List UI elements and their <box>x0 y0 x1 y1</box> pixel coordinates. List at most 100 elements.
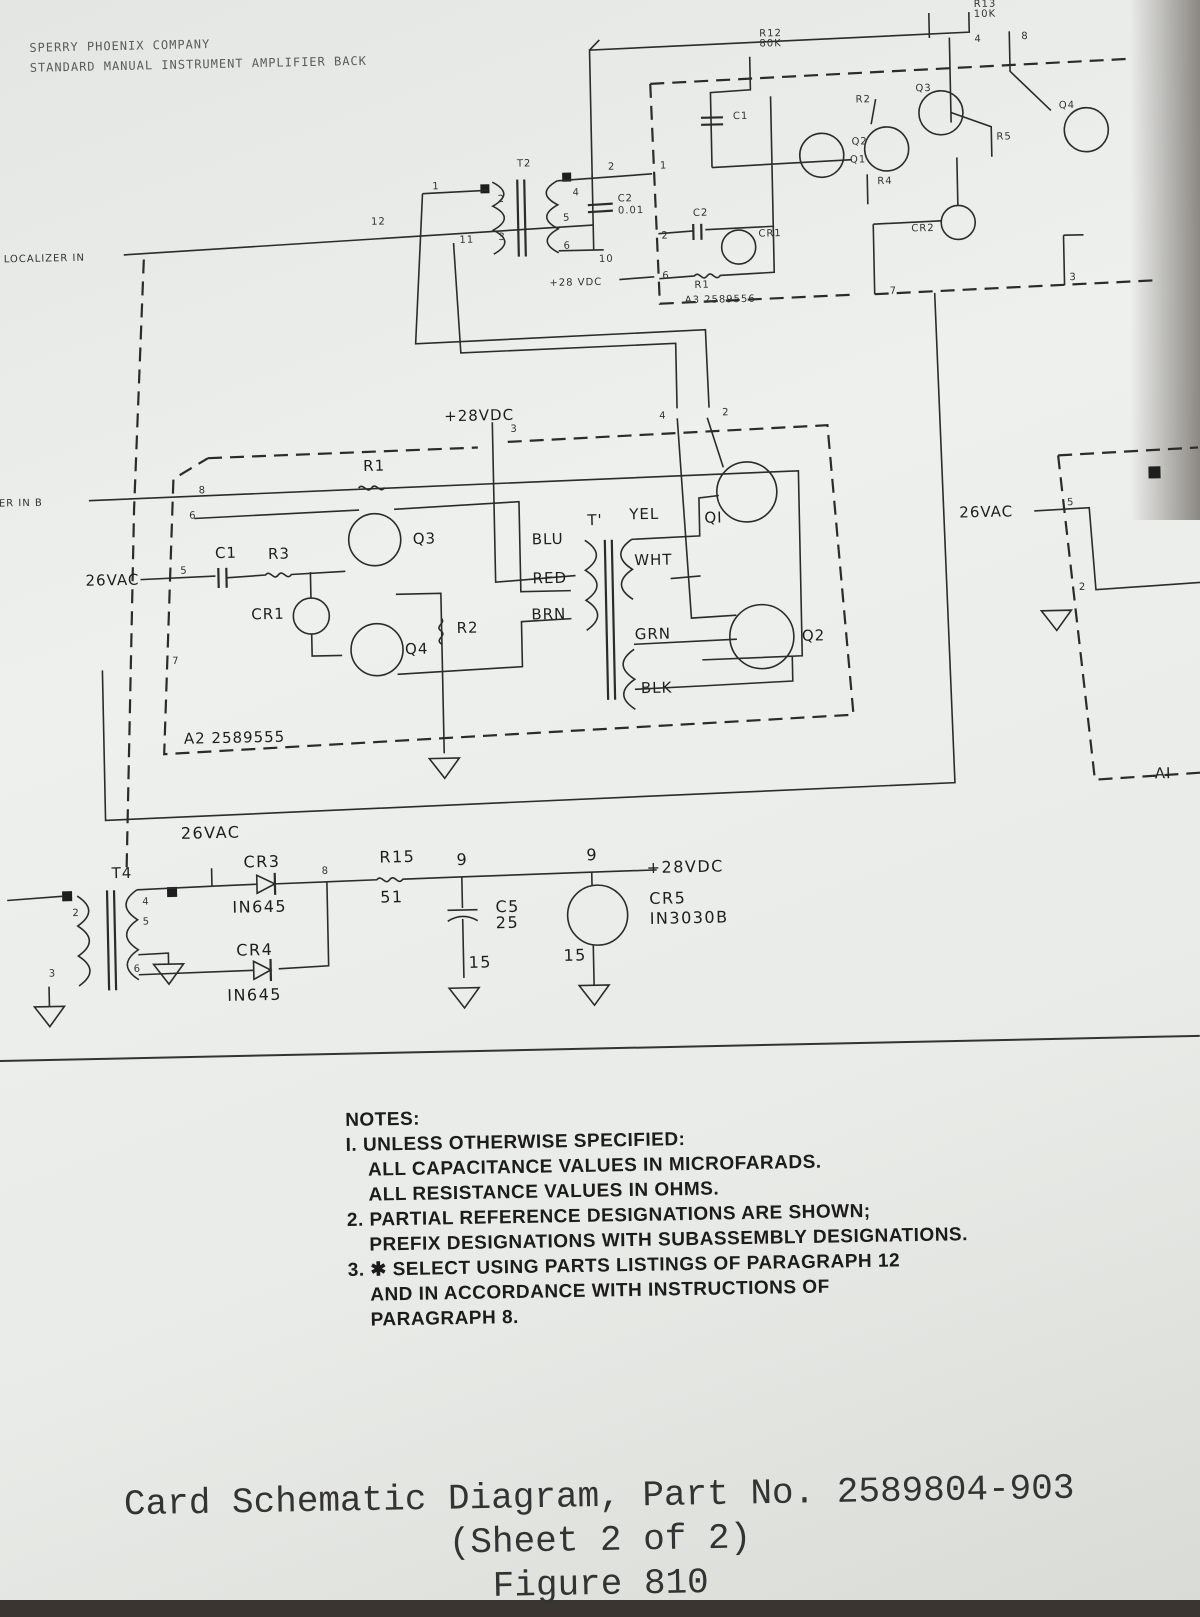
a3-cr1-diode <box>720 229 757 265</box>
a2-ac-label: 26VAC <box>85 571 139 590</box>
t2-pin-1: 1 <box>432 181 440 192</box>
t2-pin-2: 2 <box>498 194 506 205</box>
a3-r5-label: R5 <box>996 131 1012 142</box>
a2-c1-label: C1 <box>215 544 237 562</box>
a3-pin-6: 6 <box>662 270 670 281</box>
notes-block: NOTES: I. UNLESS OTHERWISE SPECIFIED: AL… <box>345 1094 1149 1333</box>
ps-pin-9b: 9 <box>586 845 598 864</box>
a2-pin-6: 6 <box>189 510 197 521</box>
ps-ac-label: 26VAC <box>181 823 241 843</box>
a3-q2-transistor <box>863 126 910 172</box>
cr5-label: CR5 <box>649 888 686 908</box>
t2-pin-6: 6 <box>564 241 572 252</box>
a2-cr1-diode <box>292 597 331 635</box>
a2-pin-8: 8 <box>199 485 207 496</box>
a2-q1-label: QI <box>704 508 723 526</box>
cr3-part-label: IN645 <box>232 897 287 917</box>
er-in-label: ER IN B <box>0 498 43 510</box>
a2-pin-4: 4 <box>659 411 667 422</box>
cr5-zener-diode <box>566 884 629 946</box>
r15-label: R15 <box>379 847 415 867</box>
header-company: SPERRY PHOENIX COMPANY <box>29 37 210 55</box>
a1-board: 26VAC AI 5 2 <box>959 446 1200 782</box>
t4-pin-5: 5 <box>143 917 151 928</box>
a3-cr1-label: CR1 <box>758 228 782 239</box>
j1-pin-12: 12 <box>371 216 386 227</box>
ps-pin-15a: 15 <box>468 952 492 971</box>
a3-q3-label: Q3 <box>915 83 931 94</box>
t4-pin-3: 3 <box>49 968 57 979</box>
a3-r4-label: R4 <box>877 176 893 187</box>
a3-c1-label: C1 <box>733 111 749 122</box>
a3-pin-8: 8 <box>1021 31 1029 42</box>
a3-c2-value: 0.01 <box>618 205 644 217</box>
a3-cr2-label: CR2 <box>911 223 935 234</box>
a3-cr2-diode <box>940 204 977 241</box>
a2-pin-7: 7 <box>172 656 180 667</box>
a3-pin-4: 4 <box>974 34 982 45</box>
a2-r2-label: R2 <box>456 619 478 637</box>
a2-pin-2: 2 <box>722 407 730 418</box>
a3-supply: +28 VDC <box>549 277 602 289</box>
wire-yel-label: YEL <box>628 505 659 524</box>
a2-q1-transistor <box>716 461 778 523</box>
ps-out-label: +28VDC <box>646 856 724 877</box>
a3-c2-label: C2 <box>618 193 634 204</box>
t4-label: T4 <box>110 864 132 882</box>
a3-q4-transistor <box>1063 106 1110 153</box>
t2-pin-11: 11 <box>459 235 474 246</box>
a1-pin-2: 2 <box>1079 582 1087 593</box>
t2-pin-5: 5 <box>563 213 571 224</box>
a2-q3-label: Q3 <box>413 529 437 547</box>
a3-c2b-label: C2 <box>693 208 709 219</box>
a3-q1-transistor <box>798 132 845 179</box>
a3-r2-label: R2 <box>856 94 872 105</box>
wire-brn-label: BRN <box>531 605 566 624</box>
a2-q3-transistor <box>347 512 402 567</box>
a3-r12-label: R12 <box>759 28 782 39</box>
a3-q3-transistor <box>918 89 964 136</box>
a2-supply: +28VDC <box>444 406 514 425</box>
cr4-label: CR4 <box>236 940 273 960</box>
ps-pin-15b: 15 <box>563 945 587 964</box>
a2-label: A2 2589555 <box>184 728 286 748</box>
a1-label: AI <box>1155 764 1172 782</box>
a3-r13-label: R13 <box>974 0 997 10</box>
a3-pin-3: 3 <box>1069 272 1077 283</box>
a2-q2-label: Q2 <box>802 626 826 644</box>
power-supply: 26VAC T4 CR3 IN645 CR4 IN645 <box>7 823 729 1028</box>
a2-pin-3: 3 <box>510 424 518 435</box>
a2-q4-label: Q4 <box>405 640 429 658</box>
cr5-part-label: IN3030B <box>650 907 729 928</box>
wire-red-label: RED <box>532 569 567 588</box>
a3-r12-value: 80K <box>759 38 782 49</box>
header-manual: STANDARD MANUAL INSTRUMENT AMPLIFIER BAC… <box>30 54 367 75</box>
a3-pin-2: 2 <box>608 162 616 173</box>
t2-pin-3: 3 <box>498 232 506 243</box>
a3-pin-10: 10 <box>599 254 614 265</box>
figure-caption: Card Schematic Diagram, Part No. 2589804… <box>0 1465 1200 1617</box>
a2-pin-5: 5 <box>180 566 188 577</box>
a3-q2-label: Q2 <box>851 136 867 147</box>
t2-label: T2 <box>516 158 532 169</box>
wire-wht-label: WHT <box>634 550 673 569</box>
cr4-part-label: IN645 <box>227 985 282 1005</box>
t1-label: T' <box>586 511 603 529</box>
c5-label: C5 <box>495 897 520 917</box>
a2-r3-label: R3 <box>268 544 290 562</box>
ps-pin-8: 8 <box>322 866 330 877</box>
page-edge-shadow <box>1130 0 1200 520</box>
t2-primary <box>491 181 506 255</box>
a3-pin-7: 7 <box>890 286 898 297</box>
wire-blu-label: BLU <box>532 530 564 549</box>
a2-cr1-label: CR1 <box>251 605 285 624</box>
t4-pin-6: 6 <box>134 964 142 975</box>
c5-value: 25 <box>496 913 520 932</box>
a3-r1-label: R1 <box>694 280 710 291</box>
a3-q1-label: Q1 <box>850 154 866 165</box>
t4-pin-4: 4 <box>142 897 150 908</box>
a2-q4-transistor <box>350 622 404 677</box>
localizer-in-label: LOCALIZER IN <box>4 253 85 266</box>
a3-pin-1: 1 <box>660 161 668 172</box>
a3-label: A3 2589556 <box>685 294 756 306</box>
